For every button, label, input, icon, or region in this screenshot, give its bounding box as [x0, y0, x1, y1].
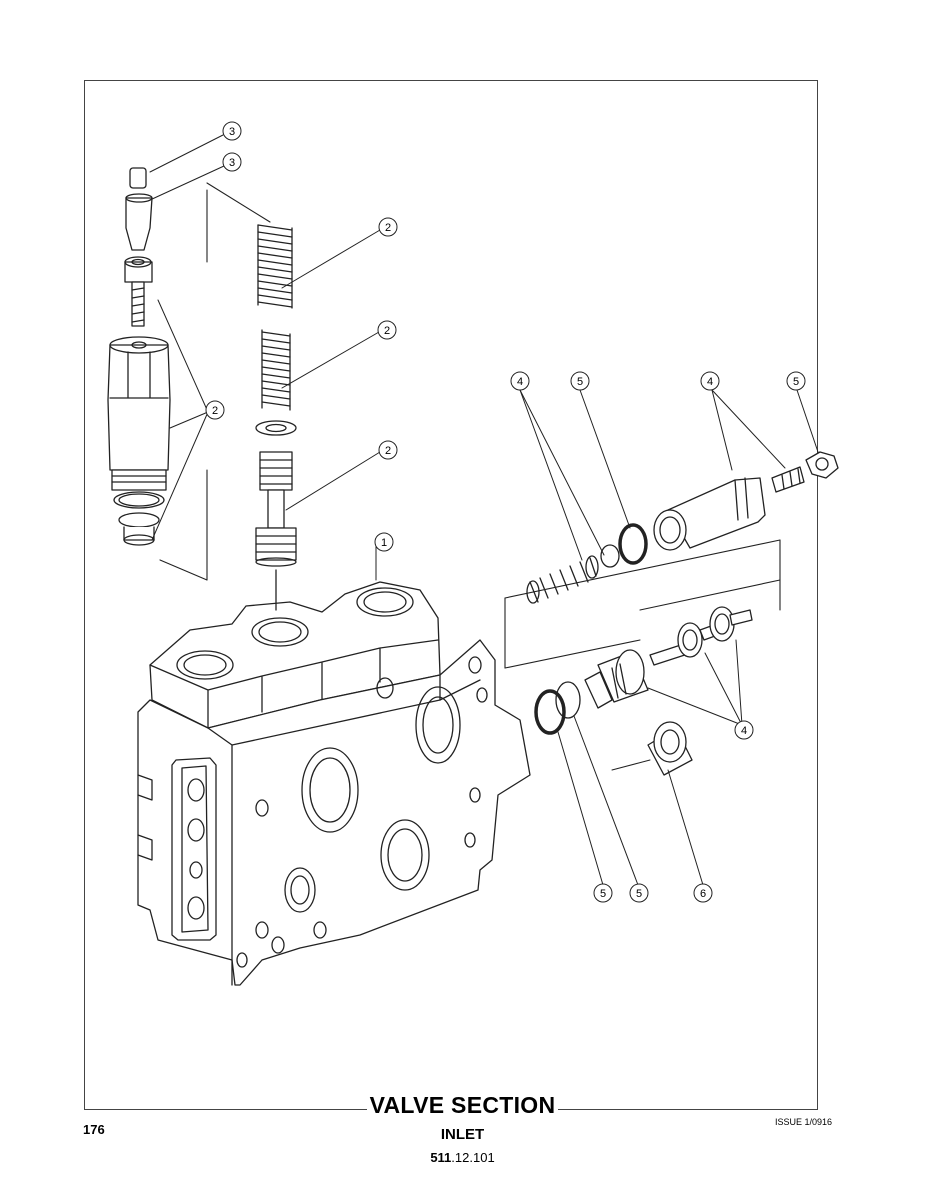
callout-3-top: 3: [222, 121, 242, 141]
callout-label: 1: [381, 537, 387, 549]
callout-1-body: 1: [374, 532, 394, 552]
callout-4-spool: 4: [734, 720, 754, 740]
page-number: 176: [83, 1122, 105, 1137]
callout-label: 3: [229, 157, 235, 169]
callout-label: 3: [229, 126, 235, 138]
callout-label: 4: [707, 376, 713, 388]
check-valve-assembly: [526, 451, 839, 604]
callout-label: 5: [600, 888, 606, 900]
callout-2-cartridge: 2: [205, 400, 225, 420]
callout-label: 4: [741, 725, 747, 737]
page-title-text: VALVE SECTION: [366, 1092, 559, 1118]
callout-4-cap: 4: [700, 371, 720, 391]
callout-4-spring: 4: [510, 371, 530, 391]
valve-body: [137, 581, 531, 986]
callout-6-plug: 6: [693, 883, 713, 903]
callout-label: 2: [385, 445, 391, 457]
callout-label: 2: [384, 325, 390, 337]
issue-label: ISSUE 1/0916: [775, 1117, 833, 1127]
relief-cartridge: [107, 167, 171, 546]
callout-label: 4: [517, 376, 523, 388]
callout-5-oring-lower: 5: [593, 883, 613, 903]
callout-5-oring-top: 5: [570, 371, 590, 391]
callout-label: 5: [636, 888, 642, 900]
part-code: 511.12.101: [0, 1150, 925, 1165]
part-code-suffix: .12.101: [451, 1150, 495, 1165]
callout-label: 5: [793, 376, 799, 388]
callout-2-spool: 2: [378, 440, 398, 460]
callout-2-spring: 2: [378, 217, 398, 237]
part-code-prefix: 511: [430, 1150, 452, 1165]
callouts: [149, 134, 819, 886]
group-brackets: [159, 182, 781, 669]
callout-3-second: 3: [222, 152, 242, 172]
spring-spool-stack: [255, 224, 297, 611]
callout-label: 2: [212, 405, 218, 417]
lower-spool-assembly: [534, 606, 753, 776]
callout-label: 5: [577, 376, 583, 388]
callout-5-backup-ring: 5: [629, 883, 649, 903]
page-subtitle: INLET: [440, 1126, 485, 1143]
callout-5-nut: 5: [786, 371, 806, 391]
callout-label: 6: [700, 888, 706, 900]
callout-label: 2: [385, 222, 391, 234]
page-title: VALVE SECTION: [0, 1092, 925, 1119]
callout-2-inner-spring: 2: [377, 320, 397, 340]
